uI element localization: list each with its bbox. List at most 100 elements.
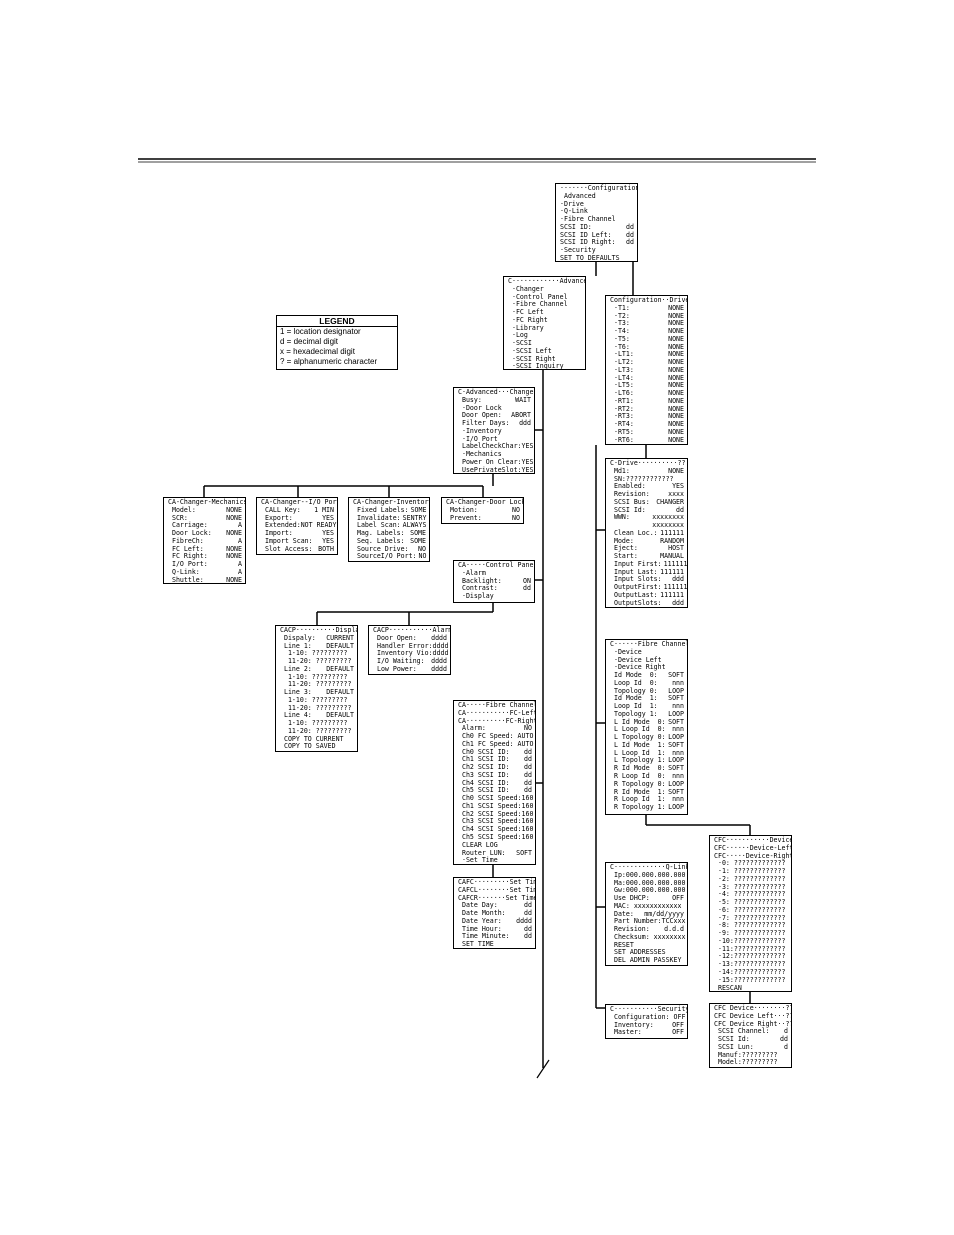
menu-line-label: Slot Access: [261, 544, 313, 553]
menu-box-title: CA-Changer--I/O Port [261, 498, 337, 507]
menu-line: CFC Device Right··?? [714, 1020, 791, 1029]
menu-line: Filter Days:ddd [458, 419, 531, 428]
menu-line-label: 1-10: ????????? [280, 672, 348, 681]
menu-line-label: Prevent: [446, 513, 482, 522]
menu-line-label: ·T1: [610, 303, 630, 312]
menu-line-label: Ch0 SCSI Speed:160 [458, 794, 534, 803]
menu-line-label: SET TO DEFAULTS [560, 253, 620, 262]
menu-box-title: CFC Device········?? [714, 1004, 791, 1013]
menu-line: CAFCR·······Set Time [458, 894, 535, 903]
menu-line-label: ·RT3: [610, 412, 634, 421]
menu-line-value: nnn [672, 748, 684, 757]
menu-line: 1-10: ????????? [280, 650, 354, 658]
menu-line-label: FibreCh: [168, 536, 204, 545]
menu-line-label: CA···········FC-Left [458, 708, 536, 717]
menu-line-label: Advanced [560, 191, 596, 200]
menu-line-label: L Topology 0: [610, 733, 666, 742]
menu-line-label: ·Device [610, 647, 642, 656]
menu-line: 11-20: ????????? [280, 681, 354, 689]
menu-line-value: WAIT [515, 395, 531, 404]
menu-line: ·RT3:NONE [610, 413, 684, 421]
menu-line: Backlight:ON [458, 577, 531, 586]
menu-line-label: OutputLast: [610, 591, 658, 600]
menu-box-advanced-changer: C·Advanced···Changer Busy:WAIT ·Door Loc… [453, 387, 535, 474]
menu-line: SCSI ID Left:dd [560, 231, 634, 240]
menu-line-value: dd [524, 755, 532, 764]
menu-box-title: CFC···········Device [714, 836, 791, 845]
menu-line: Inventory Vio:dddd [373, 650, 448, 658]
menu-line: SCR:NONE [168, 513, 242, 523]
menu-line-label: SourceI/O Port: [353, 552, 417, 561]
menu-line-label: ·Set Time [458, 856, 498, 865]
menu-line-label: Shuttle: [168, 575, 204, 584]
menu-line-value: NONE [668, 350, 684, 359]
menu-line-value: dd [626, 238, 634, 247]
menu-line-label: Invalidate: [353, 513, 401, 522]
menu-line-label: ·Alarm [458, 568, 486, 577]
menu-box-configuration: ·······Configuration Advanced·Drive·Q-Li… [555, 183, 638, 262]
menu-line-label: ·5: ????????????? [714, 898, 786, 907]
menu-line-value: YES [672, 482, 684, 491]
menu-line: xxxxxxxx [610, 521, 684, 530]
menu-line: COPY TO CURRENT [280, 735, 354, 744]
menu-line-label: Configuration: OFF [610, 1012, 686, 1021]
menu-line: ·Device [610, 647, 684, 657]
menu-line-label: R Loop Id 1: [610, 795, 666, 804]
menu-line: Ip:000.000.000.000 [610, 871, 685, 880]
menu-line-label: ·T3: [610, 319, 630, 328]
menu-line: Prevent:NO [446, 513, 520, 523]
menu-line-label: SCR: [168, 513, 188, 522]
menu-line: ·RT4:NONE [610, 420, 684, 429]
menu-line-label: Input Slots: [610, 575, 662, 584]
menu-box-c-drive: C·Drive··········?? Md1:NONE SN:????????… [605, 458, 688, 608]
menu-box-control-panel: CA·····Control Panel ·Alarm Backlight:ON… [453, 560, 535, 603]
menu-line: ·13:????????????? [714, 960, 788, 969]
menu-line: Dispaly:CURRENT [280, 633, 354, 643]
menu-line-value: DEFAULT [326, 711, 354, 720]
menu-line-value: NONE [668, 311, 684, 320]
menu-line: ·LT3:NONE [610, 365, 684, 375]
menu-line: Date Month:dd [458, 909, 532, 918]
menu-line-label: R Topology 1: [610, 803, 666, 812]
menu-line-value: dd [524, 932, 532, 941]
menu-line: FC Left:NONE [168, 545, 242, 554]
menu-line-value: DEFAULT [326, 688, 354, 697]
menu-line: Shuttle:NONE [168, 575, 242, 584]
menu-line-label: CAFCL········Set Time [458, 885, 536, 894]
menu-line-label: Topology 1: [610, 709, 658, 718]
menu-box-display: CACP··········Display Dispaly:CURRENT Li… [275, 625, 358, 752]
menu-line-value: CURRENT [326, 633, 354, 642]
menu-line-label: R Id Mode 0: [610, 764, 666, 773]
menu-line-value: YES [322, 536, 334, 545]
menu-line-value: dddd [431, 633, 447, 642]
menu-line-label: Ch5 SCSI Speed:160 [458, 833, 534, 842]
menu-line: Enabled:YES [610, 483, 684, 491]
menu-line: ·T4:NONE [610, 327, 684, 336]
menu-line-label: I/O Waiting: [373, 657, 425, 666]
menu-line-value: YES [322, 513, 334, 522]
menu-line-value: LOOP [668, 803, 684, 812]
menu-line-label: ·LT4: [610, 373, 634, 382]
menu-line: ·9: ????????????? [714, 929, 788, 938]
menu-line: ·I/O Port [458, 435, 531, 444]
menu-line-label: Time Minute: [458, 932, 510, 941]
menu-line: I/O Waiting:dddd [373, 657, 447, 666]
menu-line-label: Id Mode 1: [610, 694, 658, 703]
menu-line-label: CFC Device········?? [714, 1004, 792, 1012]
menu-line-label: Id Mode 0: [610, 671, 658, 680]
menu-line-label: ·······Configuration [560, 184, 638, 192]
menu-line-value: NONE [226, 505, 242, 514]
menu-line-value: ALWAYS [402, 521, 427, 530]
menu-line-value: NONE [668, 365, 684, 374]
menu-line: Busy:WAIT [458, 395, 531, 405]
menu-line-label: CFC Device Left···?? [714, 1011, 792, 1020]
menu-line: ·Display [458, 592, 531, 601]
menu-line: ·15:????????????? [714, 976, 788, 985]
menu-line: ·Q-Link [560, 208, 634, 216]
menu-line-label: Use DHCP: [610, 894, 650, 903]
menu-line: Ch0 FC Speed: AUTO [458, 732, 533, 741]
menu-line-value: dd [523, 584, 531, 593]
menu-line-label: Line 4: [280, 711, 312, 720]
menu-line-label: CAFCR·······Set Time [458, 893, 536, 902]
menu-line-label: FC Right: [168, 552, 208, 561]
